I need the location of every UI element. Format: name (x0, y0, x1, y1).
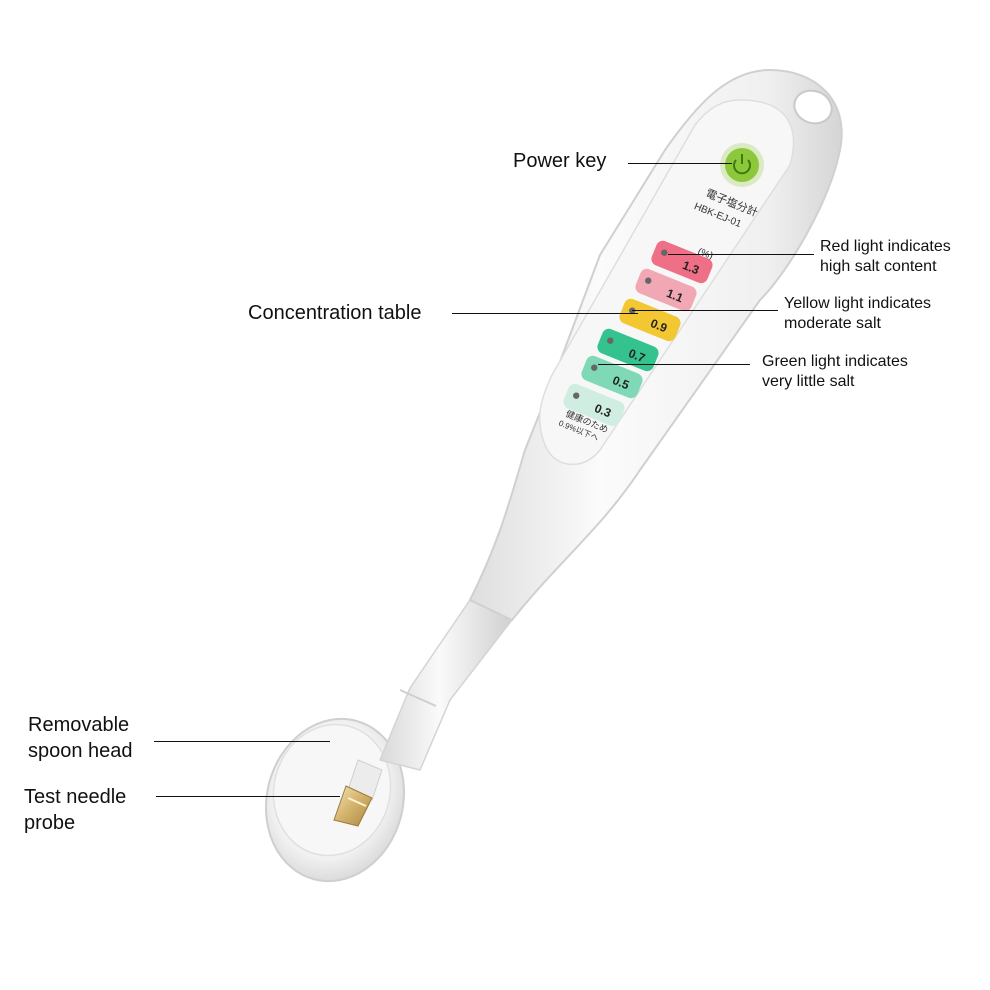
indicator-led (573, 392, 580, 399)
concentration-table: 1.3 1.1 0.90.7 0.5 0.3 (563, 240, 713, 427)
level-red-1-3: 1.3 (651, 240, 713, 284)
level-red-1-1: 1.1 (635, 268, 697, 312)
level-green-0-3: 0.3 (563, 383, 625, 427)
level-value: 0.7 (626, 346, 647, 365)
needle-probe-label: Test needle probe (24, 786, 127, 834)
level-value: 1.3 (680, 258, 701, 277)
spoon-stem (378, 597, 514, 771)
green-light-leader (598, 364, 750, 365)
test-needle-probe (333, 759, 383, 827)
power-key-leader (628, 163, 732, 164)
green-light-label: Green light indicates very little salt (762, 353, 908, 390)
spoon-head (264, 717, 406, 883)
spoon-head-label: Removable spoon head (28, 714, 133, 762)
red-light-label: Red light indicates high salt content (820, 238, 951, 275)
power-button[interactable] (720, 143, 764, 187)
level-green-0-5: 0.5 (581, 355, 643, 399)
indicator-led (661, 249, 668, 256)
level-value: 0.3 (592, 401, 613, 420)
indicator-led (645, 277, 652, 284)
power-key-label: Power key (513, 150, 607, 172)
concentration-table-label: Concentration table (248, 302, 422, 324)
level-green-0-7: 0.7 (597, 328, 659, 372)
red-light-leader (668, 254, 814, 255)
indicator-led (591, 364, 598, 371)
indicator-led (607, 337, 614, 344)
level-value: 0.5 (610, 373, 631, 392)
needle-probe-leader (156, 796, 340, 797)
yellow-light-label: Yellow light indicates moderate salt (784, 295, 932, 332)
concentration-table-leader (452, 313, 638, 314)
yellow-light-leader (632, 310, 778, 311)
level-value: 0.9 (648, 316, 669, 335)
spoon-head-leader (154, 741, 330, 742)
level-value: 1.1 (664, 286, 685, 305)
